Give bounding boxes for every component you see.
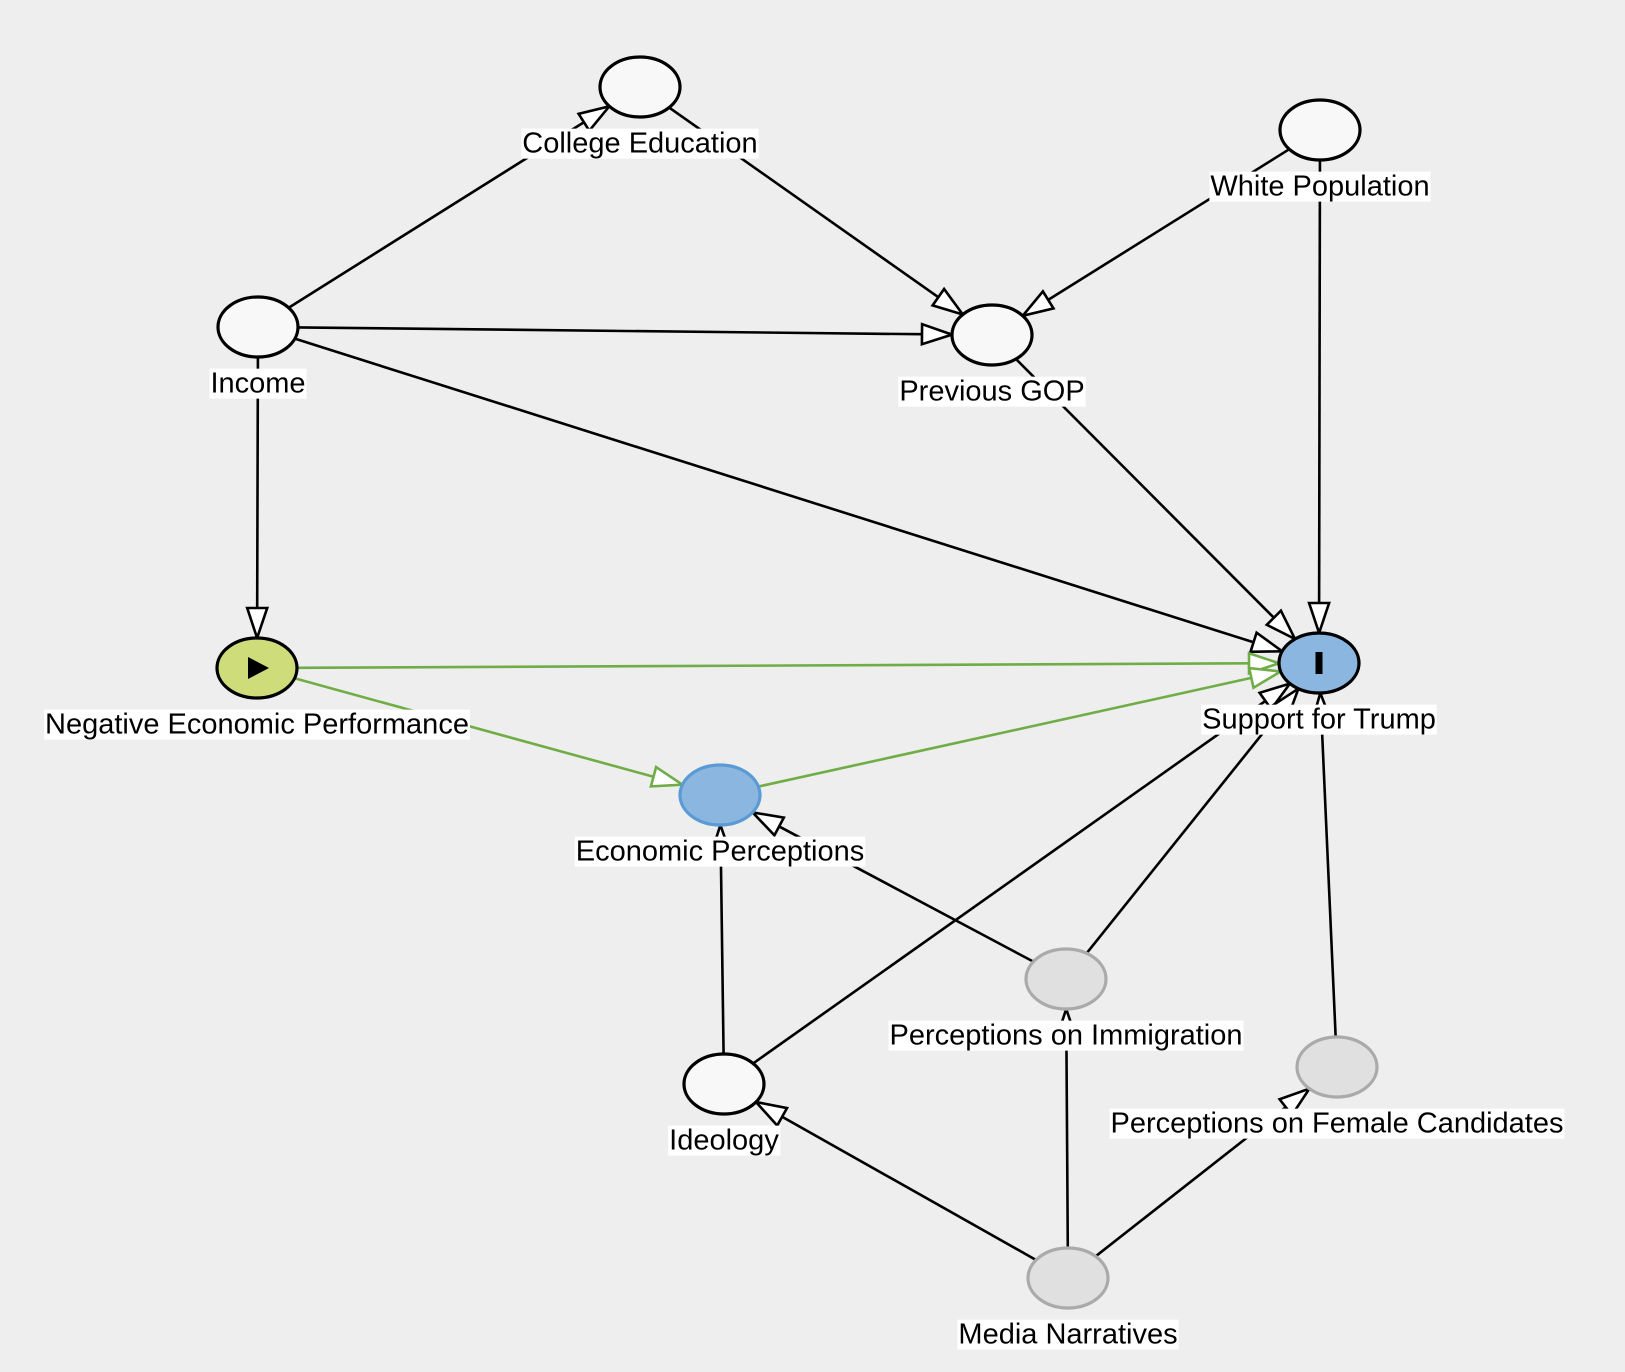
node-ellipse[interactable]: [682, 1052, 766, 1116]
arrowhead-icon: [1248, 630, 1287, 654]
arrowhead-icon: [752, 1099, 790, 1128]
node-label-text: White Population: [1210, 171, 1429, 203]
edge-income-to-trump[interactable]: [294, 337, 1287, 654]
node-ellipse[interactable]: [1026, 1246, 1110, 1310]
node-ideology[interactable]: [682, 1052, 766, 1116]
edge-income-to-nep[interactable]: [245, 356, 270, 643]
edge-nep-to-econ[interactable]: [294, 677, 687, 788]
node-label-trump: Support for Trump: [1201, 704, 1437, 736]
label-background: [957, 1319, 1179, 1350]
edge-line: [781, 1115, 1037, 1262]
edge-line: [294, 337, 1254, 644]
arrowhead-icon: [920, 322, 957, 346]
edge-line: [758, 676, 1252, 788]
node-label-white: White Population: [1209, 171, 1431, 203]
edge-income-to-gop[interactable]: [297, 322, 957, 346]
node-label-text: Previous GOP: [899, 376, 1084, 408]
arrowhead-icon: [1257, 681, 1294, 712]
label-background: [668, 1125, 781, 1156]
arrowhead-icon: [1277, 1086, 1313, 1118]
node-label-ideology: Ideology: [668, 1125, 781, 1157]
node-media[interactable]: [1026, 1246, 1110, 1310]
arrowhead-icon: [1264, 608, 1298, 642]
node-label-econ: Economic Perceptions: [574, 836, 866, 868]
edge-line: [1065, 1038, 1070, 1249]
node-econ[interactable]: [678, 763, 762, 827]
edge-media-to-ideology[interactable]: [752, 1099, 1037, 1262]
node-ellipse[interactable]: [1278, 98, 1362, 162]
node-label-text: Economic Perceptions: [576, 836, 865, 868]
node-label-immig: Perceptions on Immigration: [888, 1020, 1244, 1052]
node-label-text: College Education: [522, 128, 757, 160]
arrowhead-icon: [649, 765, 687, 788]
edge-econ-to-trump[interactable]: [758, 666, 1285, 788]
node-white[interactable]: [1278, 98, 1362, 162]
outcome-bar-icon: [1315, 652, 1323, 674]
node-label-text: Support for Trump: [1202, 704, 1436, 736]
label-background: [44, 709, 470, 740]
node-label-text: Media Narratives: [958, 1319, 1177, 1351]
edge-line: [297, 326, 923, 336]
node-label-college: College Education: [521, 128, 759, 160]
edge-line: [1317, 159, 1322, 604]
edge-line: [752, 699, 1267, 1065]
node-college[interactable]: [598, 55, 682, 119]
play-icon: [248, 657, 269, 679]
label-background: [1109, 1108, 1565, 1139]
node-ellipse[interactable]: [216, 295, 300, 359]
edge-line: [294, 677, 654, 779]
arrowhead-icon: [930, 286, 967, 317]
node-label-media: Media Narratives: [957, 1319, 1179, 1351]
label-background: [898, 376, 1086, 407]
node-gop[interactable]: [950, 303, 1034, 367]
node-label-text: Negative Economic Performance: [45, 709, 469, 741]
node-label-text: Perceptions on Immigration: [890, 1020, 1243, 1052]
arrowhead-icon: [1247, 666, 1285, 690]
label-background: [1201, 704, 1437, 735]
node-label-text: Income: [210, 368, 305, 400]
node-label-female: Perceptions on Female Candidates: [1109, 1108, 1565, 1140]
arrowhead-icon: [245, 606, 270, 643]
arrowhead-icon: [576, 104, 613, 133]
node-female[interactable]: [1295, 1035, 1379, 1099]
edge-line: [1085, 711, 1281, 955]
node-ellipse[interactable]: [598, 55, 682, 119]
edge-line: [719, 854, 725, 1055]
label-background: [521, 128, 759, 159]
node-label-income: Income: [209, 368, 307, 400]
nodes-layer: [215, 55, 1379, 1310]
edge-line: [296, 662, 1250, 670]
node-label-text: Ideology: [669, 1125, 779, 1157]
node-immig[interactable]: [1024, 947, 1108, 1011]
edge-white-to-trump[interactable]: [1307, 159, 1331, 638]
edge-line: [255, 356, 260, 609]
node-trump[interactable]: [1277, 631, 1361, 695]
node-ellipse[interactable]: [678, 763, 762, 827]
node-label-nep: Negative Economic Performance: [44, 709, 470, 741]
arrowhead-icon: [1019, 289, 1056, 318]
edge-line: [1320, 722, 1337, 1038]
node-label-gop: Previous GOP: [898, 376, 1086, 408]
node-label-text: Perceptions on Female Candidates: [1111, 1108, 1564, 1140]
label-background: [1209, 171, 1431, 202]
label-background: [888, 1020, 1244, 1051]
node-ellipse[interactable]: [1295, 1035, 1379, 1099]
node-nep[interactable]: [215, 636, 299, 700]
arrowhead-icon: [1307, 601, 1331, 638]
node-ellipse[interactable]: [1024, 947, 1108, 1011]
node-income[interactable]: [216, 295, 300, 359]
label-background: [574, 836, 866, 867]
node-ellipse[interactable]: [950, 303, 1034, 367]
edge-ideology-to-trump[interactable]: [752, 681, 1294, 1065]
label-background: [209, 368, 307, 399]
arrowhead-icon: [748, 810, 786, 838]
